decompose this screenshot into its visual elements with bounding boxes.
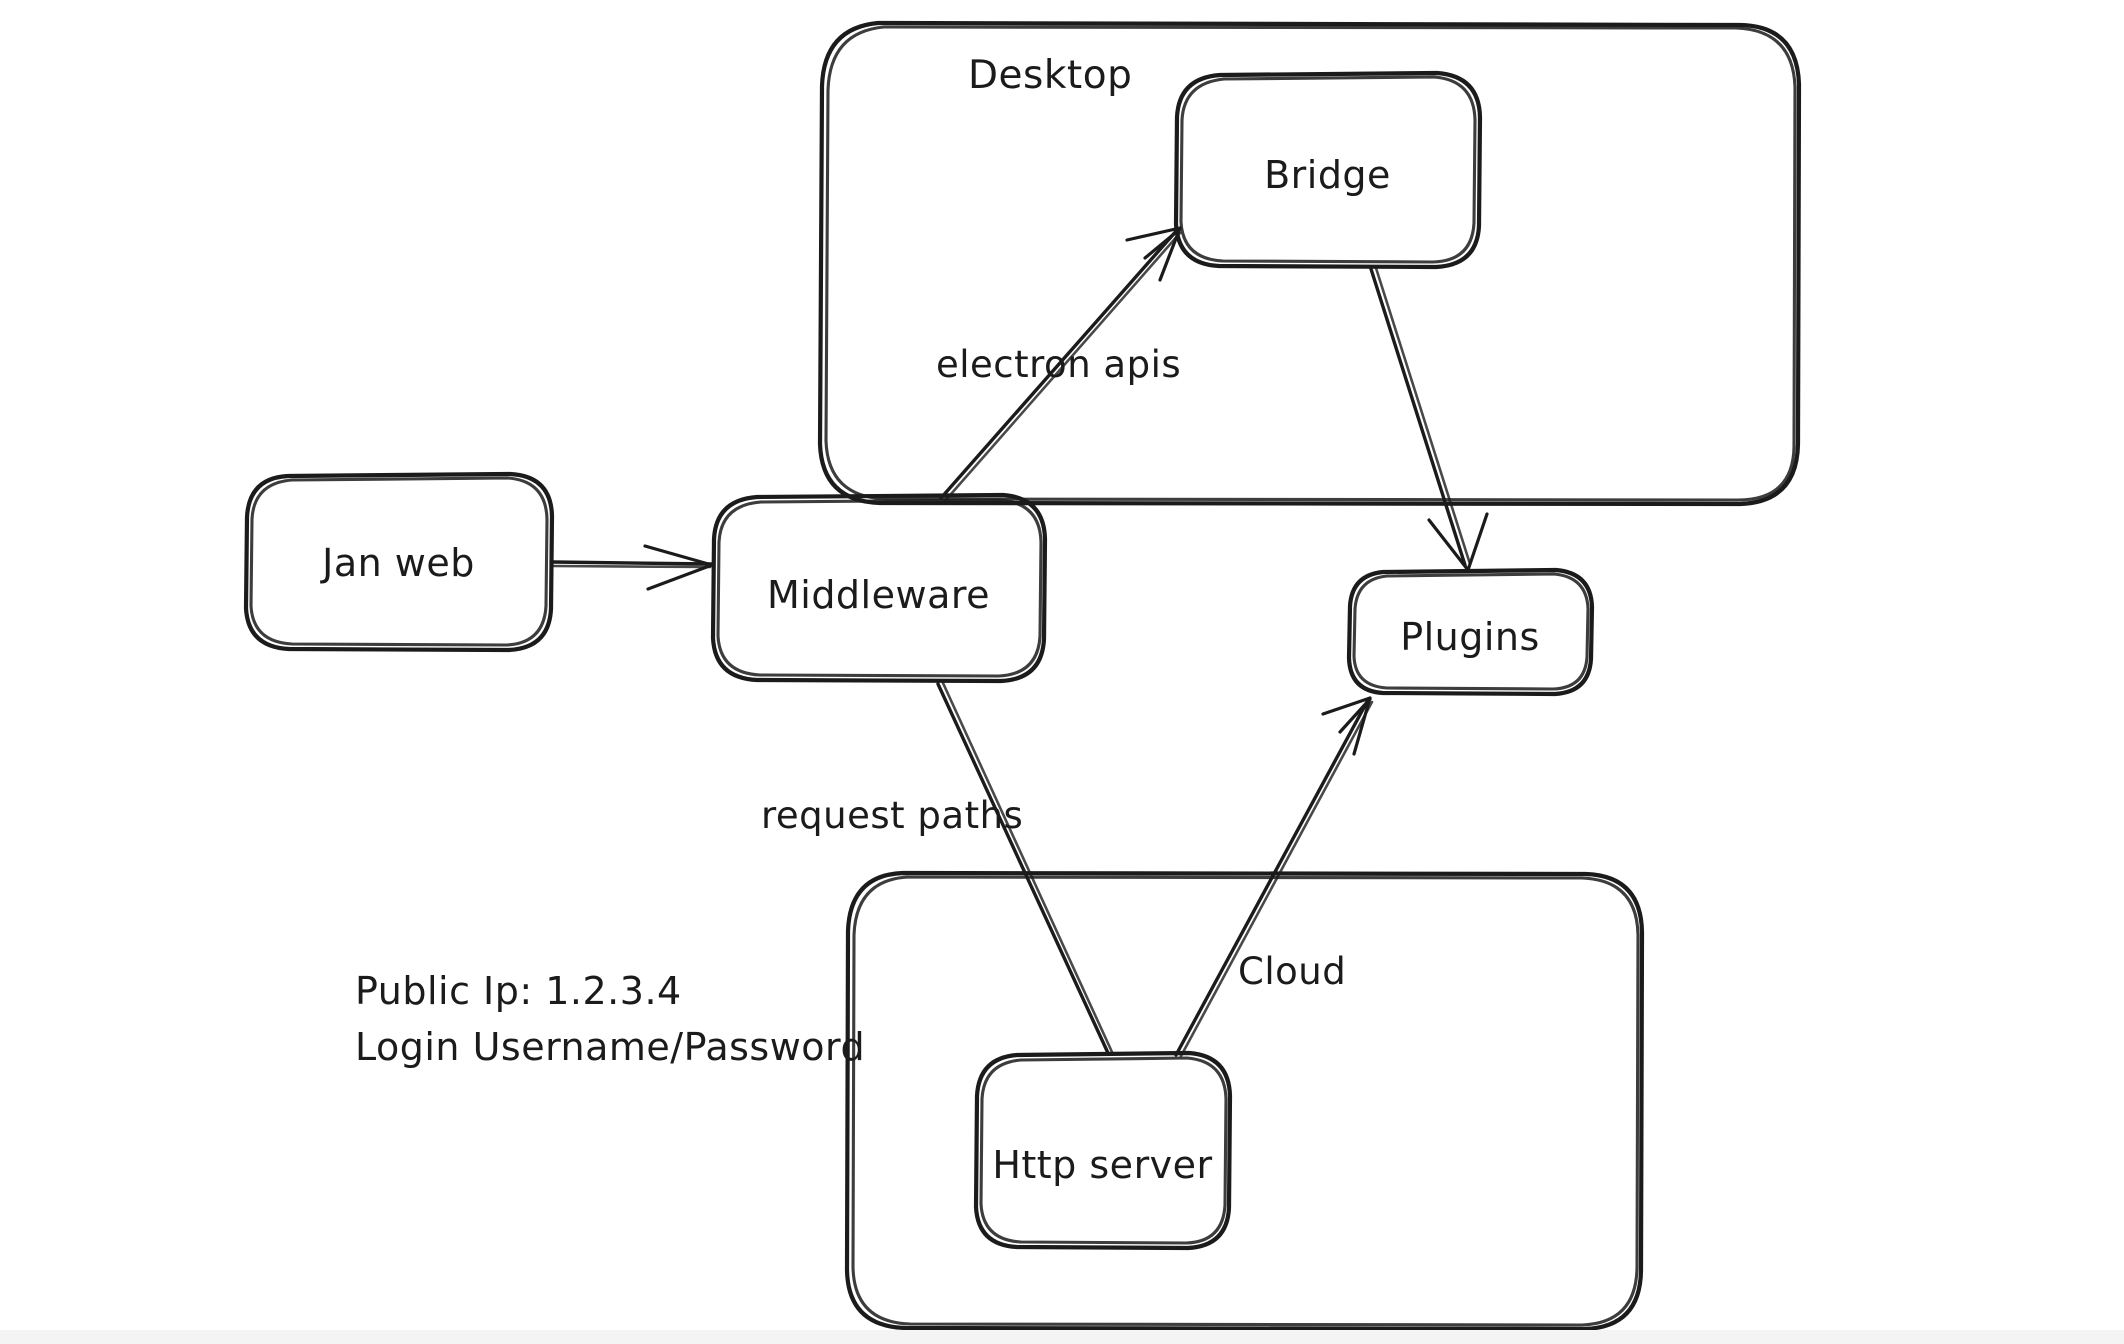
edge-label-request-paths: request paths xyxy=(761,794,1024,837)
group-label-desktop: Desktop xyxy=(968,53,1133,98)
node-bridge-outline xyxy=(1173,70,1483,270)
edge-label-cloud: Cloud xyxy=(1238,950,1347,993)
group-desktop-outline xyxy=(817,20,1802,507)
edge-bridge-to-plugins xyxy=(1369,266,1489,572)
edge-httpserver-to-plugins xyxy=(1174,696,1374,1058)
node-label-plugins[interactable]: Plugins xyxy=(1400,615,1540,659)
canvas-bottom-edge xyxy=(0,1330,2124,1344)
note-login-credentials: Login Username/Password xyxy=(355,1025,866,1069)
group-cloud-outline xyxy=(844,870,1645,1332)
node-label-middleware[interactable]: Middleware xyxy=(766,573,991,617)
edge-middleware-to-httpserver xyxy=(936,681,1114,1055)
node-label-jan-web[interactable]: Jan web xyxy=(322,541,475,585)
node-http-server-outline xyxy=(973,1050,1233,1251)
node-label-bridge[interactable]: Bridge xyxy=(1264,153,1391,197)
edge-label-electron-apis: electron apis xyxy=(936,343,1182,386)
node-plugins-outline xyxy=(1346,567,1595,697)
note-public-ip: Public Ip: 1.2.3.4 xyxy=(355,969,682,1013)
edge-middleware-to-bridge xyxy=(939,226,1182,504)
node-middleware-outline xyxy=(710,492,1048,684)
edge-janweb-to-middleware xyxy=(551,544,714,591)
node-jan-web-outline xyxy=(243,471,555,653)
node-label-http-server[interactable]: Http server xyxy=(992,1143,1213,1187)
